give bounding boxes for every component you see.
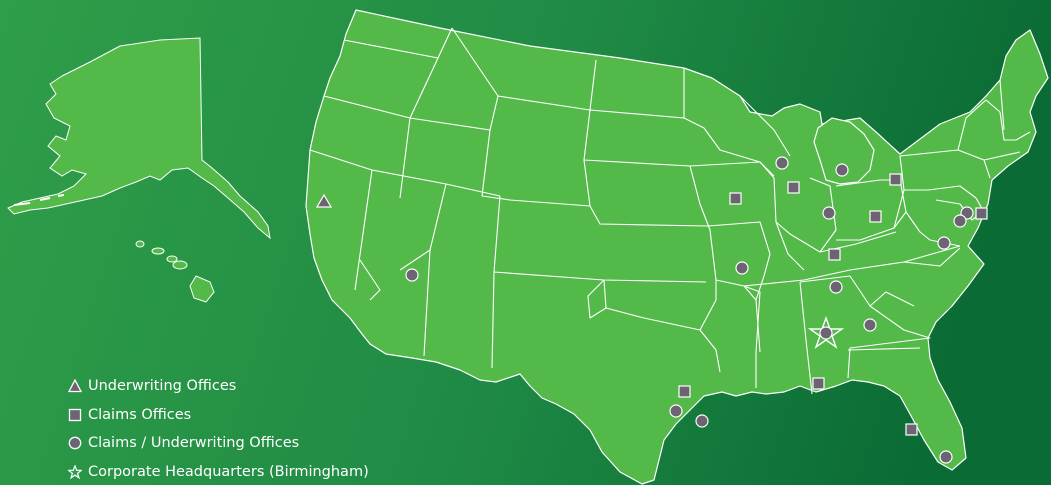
- claims-office-marker: [890, 174, 901, 185]
- circle-icon: [68, 436, 82, 450]
- claims-underwriting-office-marker: [954, 215, 966, 227]
- legend-item-claims: Claims Offices: [68, 401, 369, 430]
- map-legend: Underwriting Offices Claims Offices Clai…: [68, 372, 369, 486]
- claims-office-marker: [870, 211, 881, 222]
- square-icon: [68, 408, 82, 422]
- claims-underwriting-office-marker: [864, 319, 876, 331]
- claims-underwriting-office-marker: [736, 262, 748, 274]
- legend-item-headquarters: Corporate Headquarters (Birmingham): [68, 458, 369, 486]
- claims-underwriting-office-marker: [823, 207, 835, 219]
- claims-underwriting-office-marker: [406, 269, 418, 281]
- triangle-icon: [68, 379, 82, 393]
- claims-underwriting-office-marker: [938, 237, 950, 249]
- legend-label: Underwriting Offices: [88, 372, 236, 401]
- claims-underwriting-office-marker: [776, 157, 788, 169]
- claims-underwriting-office-marker: [670, 405, 682, 417]
- legend-item-claims-underwriting: Claims / Underwriting Offices: [68, 429, 369, 458]
- claims-office-marker: [679, 386, 690, 397]
- circle-icon: [820, 327, 832, 339]
- claims-underwriting-office-marker: [836, 164, 848, 176]
- legend-label: Corporate Headquarters (Birmingham): [88, 458, 369, 486]
- claims-underwriting-office-marker: [940, 451, 952, 463]
- claims-underwriting-office-marker: [696, 415, 708, 427]
- claims-office-marker: [976, 208, 987, 219]
- claims-office-marker: [730, 193, 741, 204]
- claims-office-marker: [788, 182, 799, 193]
- legend-label: Claims Offices: [88, 401, 191, 430]
- claims-underwriting-office-marker: [830, 281, 842, 293]
- legend-label: Claims / Underwriting Offices: [88, 429, 299, 458]
- legend-item-underwriting: Underwriting Offices: [68, 372, 369, 401]
- claims-office-marker: [829, 249, 840, 260]
- star-icon: [68, 465, 82, 479]
- claims-office-marker: [813, 378, 824, 389]
- claims-office-marker: [906, 424, 917, 435]
